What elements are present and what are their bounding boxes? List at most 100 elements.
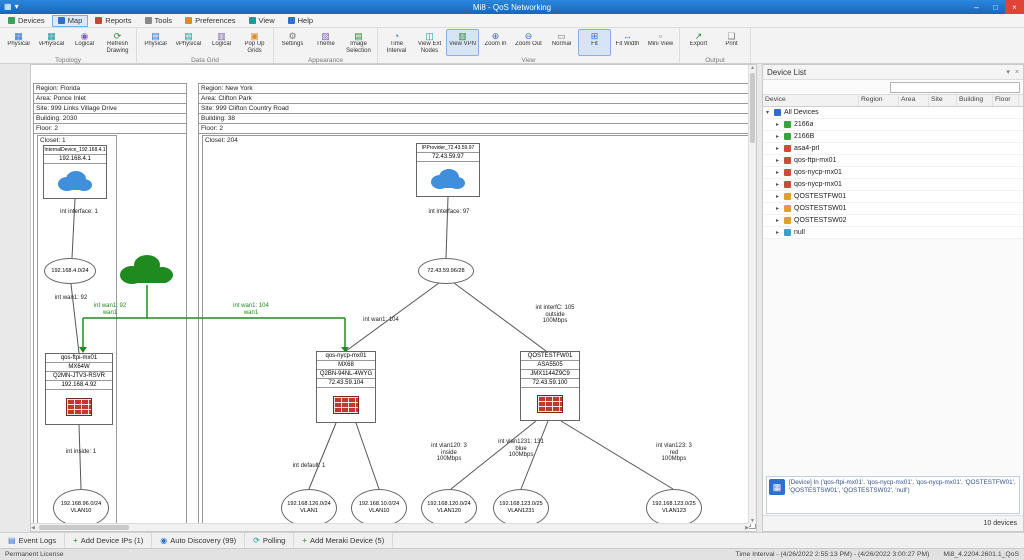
chevron-down-icon[interactable]: ▾ (14, 2, 19, 11)
close-icon[interactable]: × (1014, 68, 1019, 76)
expand-arrow-icon[interactable]: ▸ (776, 170, 780, 176)
zoom-in-button[interactable]: ⊕Zoom In (479, 29, 512, 56)
device-list-header[interactable]: Device Region Area Site Building Floor (763, 95, 1023, 107)
image-selection-button[interactable]: ▤Image Selection (342, 29, 375, 56)
menu-view[interactable]: View (243, 15, 281, 27)
menu-reports[interactable]: Reports (89, 15, 137, 27)
export-button[interactable]: ↗Export (682, 29, 715, 56)
menu-devices[interactable]: Devices (2, 15, 51, 27)
column-floor[interactable]: Floor (993, 95, 1019, 106)
device-node-qos-nycp-mx01[interactable]: qos-nycp-mx01 MX68 Q2BN-94NL-4WYG 72.43.… (316, 351, 376, 423)
device-node-ipprovider[interactable]: IPProvider_72.43.59.97 72.43.59.97 (416, 143, 480, 197)
status-item-label: Auto Discovery (99) (170, 536, 237, 545)
add-meraki-device-button[interactable]: +Add Meraki Device (5) (294, 533, 394, 548)
device-row[interactable]: ▸qos-nycp-mx01 (763, 167, 1023, 179)
map-vertical-scrollbar-thumb[interactable] (750, 73, 755, 143)
fit-button[interactable]: ⊞Fit (578, 29, 611, 56)
expand-arrow-icon[interactable]: ▸ (776, 122, 780, 128)
polling-button[interactable]: ⟳Polling (245, 533, 295, 548)
column-device[interactable]: Device (763, 95, 859, 106)
settings-button[interactable]: ⚙Settings (276, 29, 309, 56)
device-row[interactable]: ▸2166a (763, 119, 1023, 131)
logical-grid-button[interactable]: ▥Logical (205, 29, 238, 56)
ribbon-group-topology: ▦Physical ▦vPhysical ◉Logical ⟳Refresh D… (0, 28, 137, 64)
auto-discovery-button[interactable]: ◉Auto Discovery (99) (152, 533, 246, 548)
device-row[interactable]: ▸qos-nycp-mx01 (763, 179, 1023, 191)
logical-topology-button[interactable]: ◉Logical (68, 29, 101, 56)
column-region[interactable]: Region (859, 95, 899, 106)
view-vpn-button[interactable]: ▥View VPN (446, 29, 479, 56)
topology-map-canvas[interactable]: Region: Florida Area: Ponce Inlet Site: … (30, 64, 757, 532)
expand-arrow-icon[interactable]: ▸ (776, 146, 780, 152)
expand-arrow-icon[interactable]: ▸ (776, 182, 780, 188)
map-horizontal-scrollbar[interactable]: ◀▶ (31, 523, 749, 531)
popup-grids-button[interactable]: ▣Pop Up Grids (238, 29, 271, 56)
expand-arrow-icon[interactable]: ▸ (776, 206, 780, 212)
maximize-button[interactable]: □ (993, 2, 998, 12)
expand-arrow-icon[interactable]: ▸ (776, 134, 780, 140)
subnet-node-florida[interactable]: 192.168.4.0/24 (44, 258, 96, 284)
vlan-node-florida[interactable]: 192.168.96.0/24 VLAN10 (53, 489, 109, 527)
physical-topology-button[interactable]: ▦Physical (2, 29, 35, 56)
time-interval-button[interactable]: ◔Time Interval (380, 29, 413, 56)
menu-tools[interactable]: Tools (139, 15, 179, 27)
vphysical-topology-button[interactable]: ▦vPhysical (35, 29, 68, 56)
expand-arrow-icon[interactable]: ▾ (766, 110, 770, 116)
expand-arrow-icon[interactable]: ▸ (776, 158, 780, 164)
close-button[interactable]: × (1005, 0, 1024, 14)
menu-help[interactable]: Help (282, 15, 319, 27)
device-row[interactable]: ▸null (763, 227, 1023, 239)
map-horizontal-scrollbar-thumb[interactable] (39, 525, 129, 530)
chevron-down-icon[interactable]: ▾ (1006, 69, 1010, 76)
physical-grid-button[interactable]: ▤Physical (139, 29, 172, 56)
zoom-out-icon: ⊖ (524, 31, 533, 41)
add-device-ips-button[interactable]: +Add Device IPs (1) (65, 533, 153, 548)
device-icon (784, 193, 791, 200)
print-button[interactable]: ❏Print (715, 29, 748, 56)
subnet-node-newyork[interactable]: 72.43.59.96/28 (418, 258, 474, 284)
minimize-button[interactable]: – (974, 2, 979, 12)
expand-arrow-icon[interactable]: ▸ (776, 194, 780, 200)
fit-width-button[interactable]: ↔Fit Width (611, 29, 644, 56)
menu-preferences[interactable]: Preferences (179, 15, 241, 27)
event-logs-button[interactable]: ▤Event Logs (0, 533, 66, 548)
device-serial: Q2BN-94NL-4WYG (317, 370, 375, 379)
device-row[interactable]: ▸QOSTESTSW01 (763, 203, 1023, 215)
device-row[interactable]: ▸qos-ftpi-mx01 (763, 155, 1023, 167)
column-area[interactable]: Area (899, 95, 929, 106)
map-vertical-scrollbar[interactable]: ▲▼ (748, 65, 756, 524)
column-site[interactable]: Site (929, 95, 957, 106)
refresh-drawing-button[interactable]: ⟳Refresh Drawing (101, 29, 134, 56)
device-row[interactable]: ▸QOSTESTFW01 (763, 191, 1023, 203)
expand-arrow-icon[interactable]: ▸ (776, 230, 780, 236)
ext-nodes-icon: ◫ (425, 31, 434, 41)
print-icon: ❏ (727, 31, 736, 41)
device-row[interactable]: ▸asa4-prl (763, 143, 1023, 155)
expand-arrow-icon[interactable]: ▸ (776, 218, 780, 224)
view-ext-nodes-button[interactable]: ◫View Ext Nodes (413, 29, 446, 56)
button-label: Physical (7, 41, 30, 47)
column-building[interactable]: Building (957, 95, 993, 106)
device-node-qos-ftpi-mx01[interactable]: qos-ftpi-mx01 MX64W Q2MN-JTV3-RSVR 192.1… (45, 353, 113, 425)
ribbon-group-label: Appearance (307, 57, 344, 64)
vphysical-grid-button[interactable]: ▤vPhysical (172, 29, 205, 56)
zoom-out-button[interactable]: ⊖Zoom Out (512, 29, 545, 56)
theme-button[interactable]: ▨Theme (309, 29, 342, 56)
device-node-internal[interactable]: InternalDevice_192.168.4.1 192.168.4.1 (43, 145, 107, 199)
device-row-all-devices[interactable]: ▾ All Devices (763, 107, 1023, 119)
button-label: Settings (281, 41, 304, 47)
mini-view-button[interactable]: ▫Mini View (644, 29, 677, 56)
device-node-qostestfw01[interactable]: QOSTESTFW01 ASA5505 JMX1144Z9C9 72.43.59… (520, 351, 580, 421)
normal-zoom-button[interactable]: ▭Normal (545, 29, 578, 56)
menu-map[interactable]: Map (51, 14, 89, 27)
device-row[interactable]: ▸QOSTESTSW02 (763, 215, 1023, 227)
device-row[interactable]: ▸2166B (763, 131, 1023, 143)
find-input[interactable] (890, 81, 1020, 93)
vpn-cloud-icon[interactable] (116, 251, 178, 294)
